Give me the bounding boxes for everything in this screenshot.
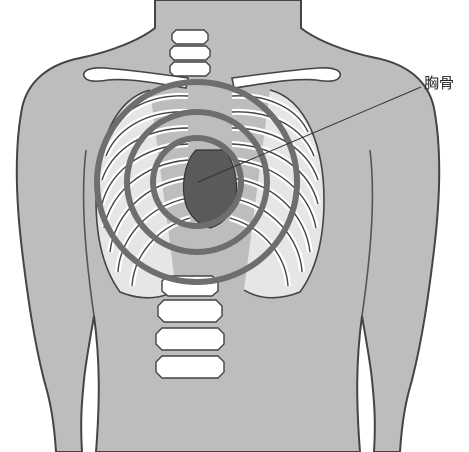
- cervical-spine: [170, 30, 210, 76]
- sternum-label: 胸骨: [424, 76, 454, 91]
- torso-silhouette: [17, 0, 440, 452]
